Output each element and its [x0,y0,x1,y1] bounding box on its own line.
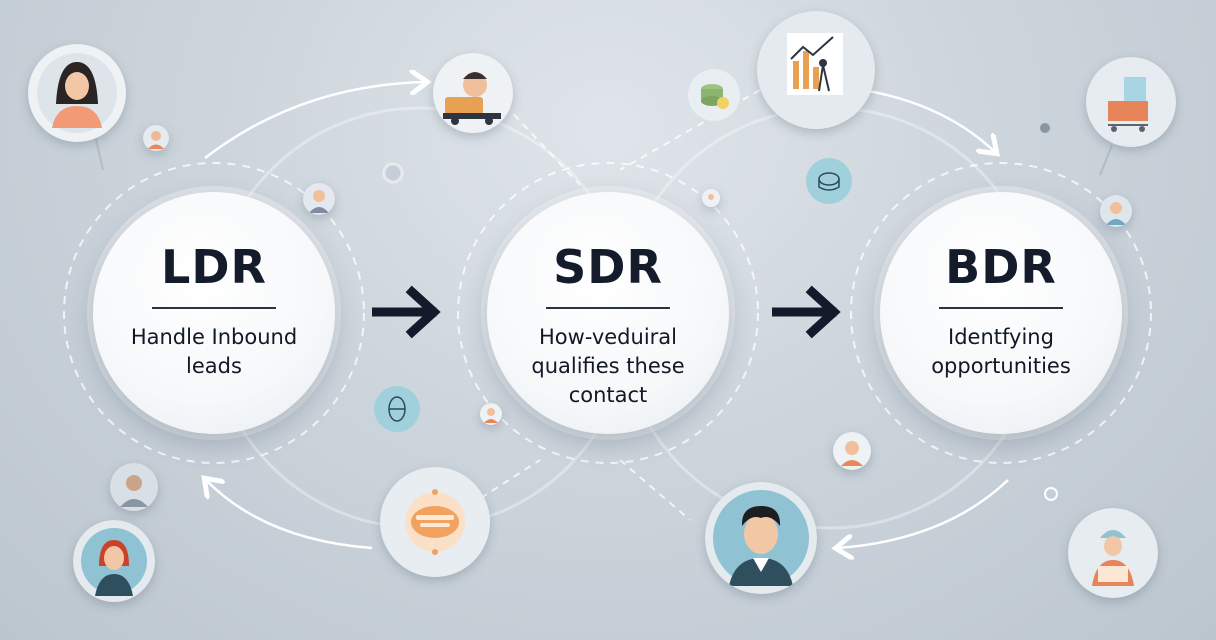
globe-icon [374,386,420,432]
dot [382,162,404,184]
person-avatar-icon [702,189,720,207]
node-title: LDR [161,240,267,294]
curved-arrow-top-left [204,82,425,159]
node-title: SDR [553,240,663,294]
globe-icon [806,158,852,204]
node-divider [546,307,670,309]
person-avatar-icon [480,403,502,425]
person-avatar-icon [833,432,871,470]
node-divider [939,307,1063,309]
badge-icon [380,467,490,577]
node-sdr: SDR How-veduiral qualifies these contact [487,192,729,434]
node-ldr: LDR Handle Inbound leads [93,192,335,434]
dot [1040,123,1050,133]
person-avatar-icon [143,125,169,151]
node-bdr: BDR Identfying opportunities [880,192,1122,434]
dashed-ring-ldr [63,162,365,464]
dot [1044,487,1058,501]
dashed-connector [504,104,581,186]
pointer-tail [94,134,104,171]
dashed-connector [619,459,691,521]
person-avatar-icon [303,183,335,215]
person-avatar-icon [1100,195,1132,227]
reader-avatar-icon [1068,508,1158,598]
curved-arrow-bottom-left [206,480,373,550]
coins-icon [688,69,740,121]
woman-avatar-icon [73,520,155,602]
node-description: How-veduiral qualifies these contact [531,325,685,407]
pointer-tail [1099,144,1113,176]
woman-avatar-icon [28,44,126,142]
flow-arrow-ldr-sdr [372,285,441,339]
man-avatar-icon [705,482,817,594]
node-description: Handle Inbound leads [130,325,298,378]
dashed-ring-sdr [457,162,759,464]
node-divider [152,307,276,309]
flow-arrow-sdr-bdr [772,285,841,339]
delivery-avatar-icon [433,53,513,133]
curved-arrow-top-right [849,86,995,152]
dashed-ring-bdr [850,162,1152,464]
cart-icon [1086,57,1176,147]
node-title: BDR [945,240,1057,294]
person-avatar-icon [110,463,158,511]
curved-arrow-bottom-right [838,479,1009,548]
node-description: Identfying opportunities [931,325,1071,378]
chart-icon [757,11,875,129]
